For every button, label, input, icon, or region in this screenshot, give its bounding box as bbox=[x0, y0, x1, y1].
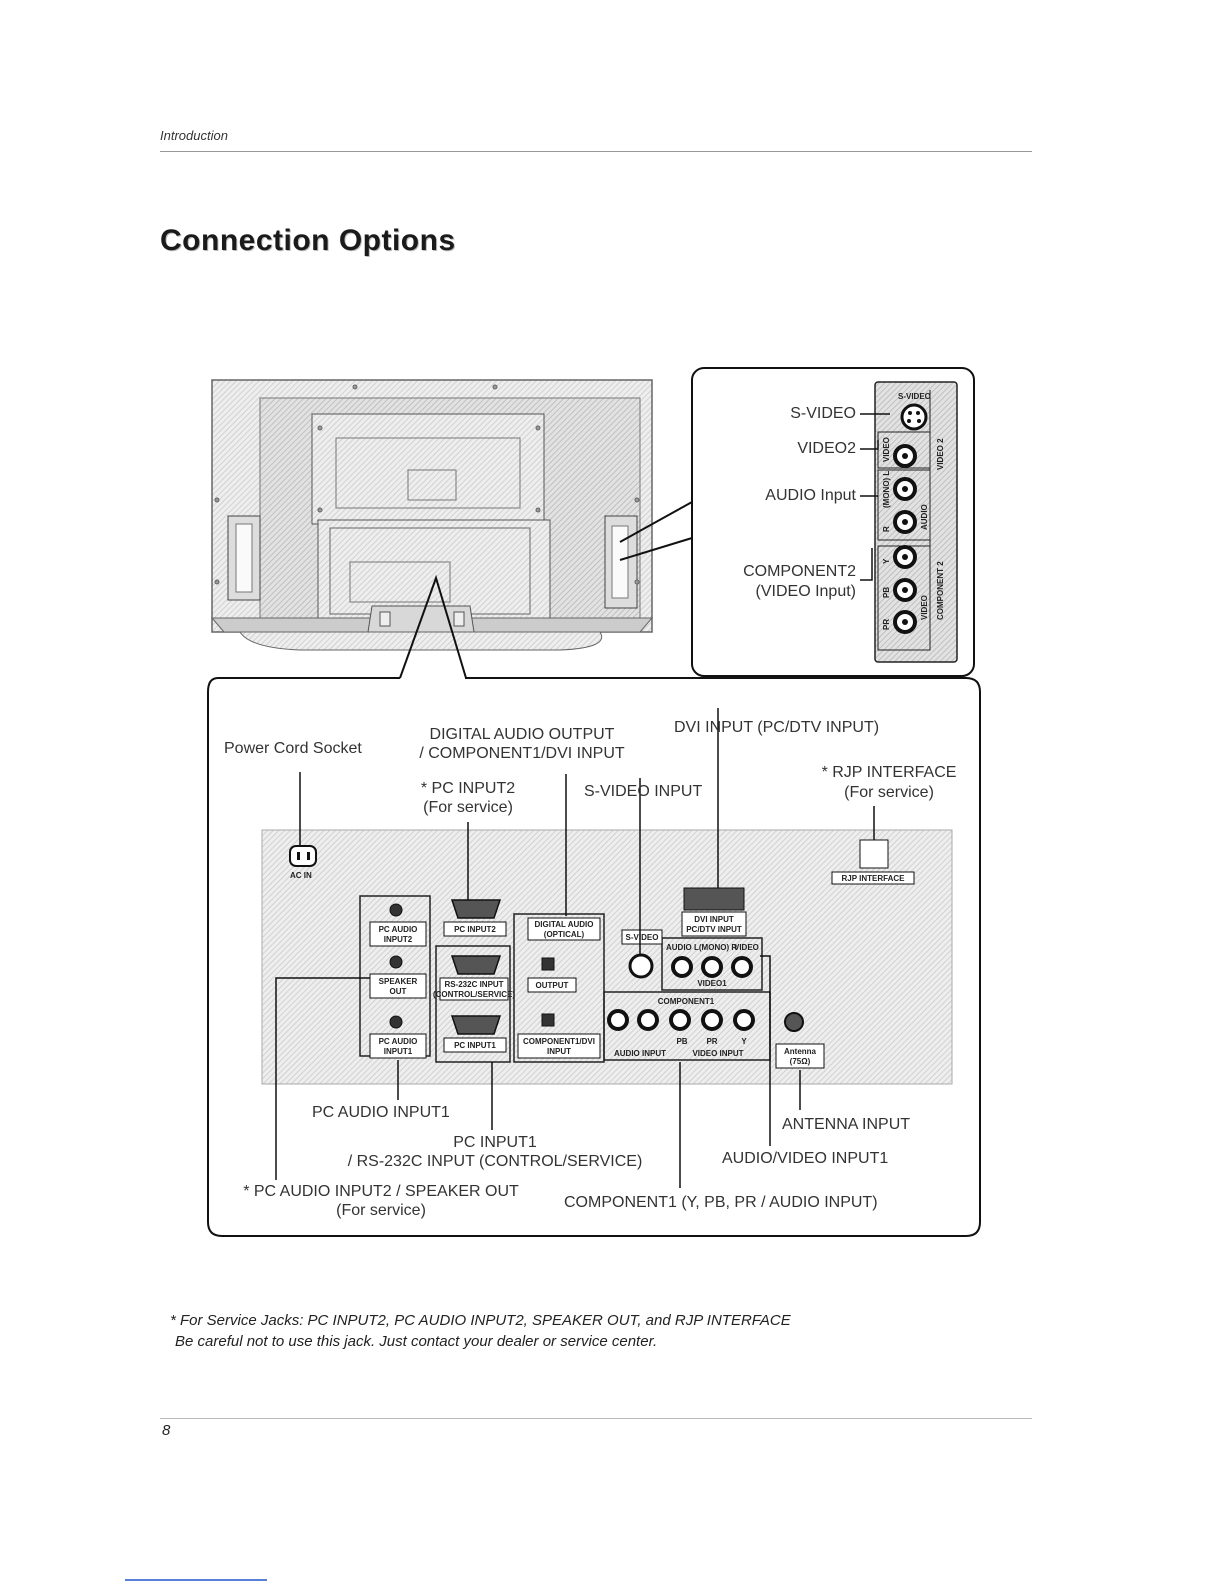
printed-s-video: S-VIDEO bbox=[898, 392, 931, 401]
printed-audio: AUDIO bbox=[920, 504, 929, 530]
printed-optical: (OPTICAL) bbox=[544, 930, 585, 939]
printed-pc-audio-1: PC AUDIO bbox=[379, 1037, 418, 1046]
page-title: Connection Options bbox=[160, 224, 456, 257]
header-rule bbox=[160, 151, 1032, 152]
printed-out: OUT bbox=[390, 987, 407, 996]
printed-y: Y bbox=[882, 558, 891, 564]
callout-s-video: S-VIDEO bbox=[790, 405, 856, 422]
printed-audio-lmono: AUDIO L(MONO) R bbox=[666, 943, 737, 952]
page-number: 8 bbox=[162, 1422, 171, 1439]
printed-ac-in: AC IN bbox=[290, 871, 312, 880]
printed-output: OUTPUT bbox=[536, 981, 569, 990]
printed-r: R bbox=[882, 526, 891, 532]
printed-pr: PR bbox=[882, 619, 891, 630]
printed-audio-input: AUDIO INPUT bbox=[614, 1049, 666, 1058]
note-caution: Be careful not to use this jack. Just co… bbox=[175, 1333, 658, 1350]
printed-antenna: Antenna bbox=[784, 1047, 817, 1056]
callout-pc-input1-2: / RS-232C INPUT (CONTROL/SERVICE) bbox=[347, 1153, 643, 1170]
callout-component2: COMPONENT2 bbox=[743, 563, 856, 580]
printed-rs232c-1: RS-232C INPUT bbox=[444, 980, 503, 989]
side-panel-box: S-VIDEO VIDEO (MONO) L R AUDIO Y PB PR V… bbox=[619, 367, 975, 677]
s-video-jack bbox=[900, 403, 928, 431]
callout-component1: COMPONENT1 (Y, PB, PR / AUDIO INPUT) bbox=[564, 1194, 878, 1211]
printed-rjp-interface: RJP INTERFACE bbox=[842, 874, 906, 883]
printed-video-sub: VIDEO bbox=[920, 595, 929, 620]
printed-component2: COMPONENT 2 bbox=[936, 561, 945, 620]
callout-digital-audio-2: / COMPONENT1/DVI INPUT bbox=[419, 745, 625, 762]
callout-av-input1: AUDIO/VIDEO INPUT1 bbox=[722, 1150, 889, 1167]
printed-pc-input1: PC INPUT1 bbox=[454, 1041, 496, 1050]
printed-pb-rear: PB bbox=[676, 1037, 687, 1046]
printed-rs232c-2: (CONTROL/SERVICE) bbox=[433, 990, 515, 999]
printed-mono-l: (MONO) L bbox=[882, 471, 891, 508]
printed-video2: VIDEO 2 bbox=[936, 438, 945, 470]
rear-panel-box: AC IN PC AUDIO INPUT2 SPEAKER OUT PC AUD… bbox=[207, 574, 981, 1237]
printed-video1: VIDEO1 bbox=[697, 979, 727, 988]
printed-y-rear: Y bbox=[741, 1037, 747, 1046]
printed-speaker: SPEAKER bbox=[379, 977, 418, 986]
printed-video-input: VIDEO INPUT bbox=[692, 1049, 743, 1058]
printed-pc-audio-2: PC AUDIO bbox=[379, 925, 418, 934]
callout-pc-audio2-2: (For service) bbox=[336, 1202, 426, 1219]
printed-digital-audio: DIGITAL AUDIO bbox=[535, 920, 594, 929]
printed-pc-dtv: PC/DTV INPUT bbox=[686, 925, 742, 934]
callout-video2: VIDEO2 bbox=[797, 440, 856, 457]
printed-video-rear: VIDEO bbox=[734, 943, 759, 952]
printed-video: VIDEO bbox=[882, 437, 891, 462]
callout-power-cord: Power Cord Socket bbox=[224, 740, 362, 757]
printed-input2: INPUT2 bbox=[384, 935, 413, 944]
callout-pc-input2-1: * PC INPUT2 bbox=[420, 780, 516, 797]
printed-s-video-rear: S-VIDEO bbox=[626, 933, 659, 942]
callout-rjp-1: * RJP INTERFACE bbox=[821, 764, 957, 781]
callout-pc-input2-2: (For service) bbox=[423, 799, 513, 816]
callout-antenna-input: ANTENNA INPUT bbox=[782, 1116, 911, 1133]
callout-pc-audio-input1: PC AUDIO INPUT1 bbox=[312, 1104, 450, 1121]
callout-audio-input: AUDIO Input bbox=[765, 487, 856, 504]
printed-pb: PB bbox=[882, 587, 891, 598]
callout-digital-audio-1: DIGITAL AUDIO OUTPUT bbox=[429, 726, 615, 743]
tv-back-illustration bbox=[210, 379, 654, 651]
section-label: Introduction bbox=[160, 128, 228, 143]
printed-component1: COMPONENT1 bbox=[658, 997, 715, 1006]
callout-component2-sub: (VIDEO Input) bbox=[755, 583, 856, 600]
printed-pc-input2: PC INPUT2 bbox=[454, 925, 496, 934]
printed-ohm: (75Ω) bbox=[790, 1057, 811, 1066]
bottom-link-underline bbox=[125, 1579, 267, 1581]
callout-pc-audio2-1: * PC AUDIO INPUT2 / SPEAKER OUT bbox=[243, 1183, 519, 1200]
printed-pr-rear: PR bbox=[706, 1037, 717, 1046]
note-service-jacks: * For Service Jacks: PC INPUT2, PC AUDIO… bbox=[170, 1312, 791, 1329]
printed-dvi-input: DVI INPUT bbox=[694, 915, 734, 924]
printed-input1: INPUT1 bbox=[384, 1047, 413, 1056]
callout-dvi-input: DVI INPUT (PC/DTV INPUT) bbox=[674, 719, 880, 736]
printed-comp-dvi: COMPONENT1/DVI bbox=[523, 1037, 595, 1046]
callout-rjp-2: (For service) bbox=[844, 784, 934, 801]
footer-rule bbox=[160, 1418, 1032, 1419]
printed-input: INPUT bbox=[547, 1047, 571, 1056]
callout-s-video-input: S-VIDEO INPUT bbox=[584, 783, 703, 800]
callout-pc-input1-1: PC INPUT1 bbox=[453, 1134, 537, 1151]
